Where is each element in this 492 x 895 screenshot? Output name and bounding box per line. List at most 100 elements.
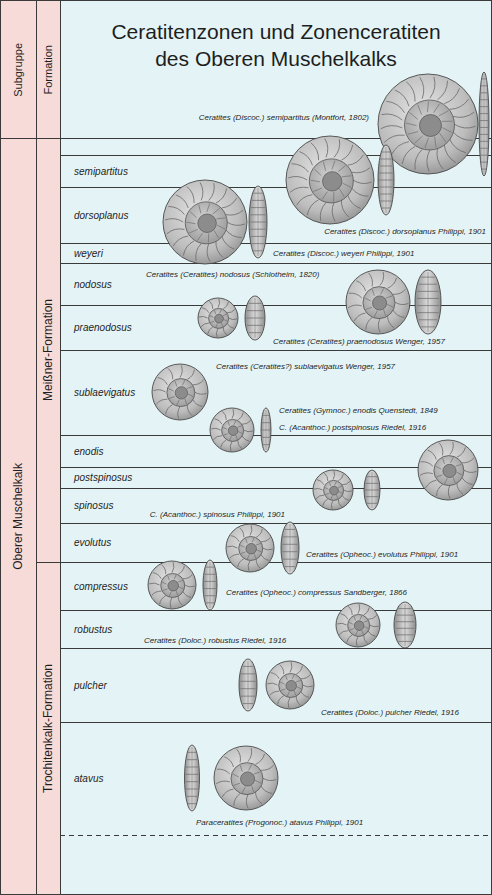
shell-rib — [448, 485, 450, 498]
shell-rib — [256, 559, 260, 568]
shell-rib — [223, 302, 228, 309]
umbilicus — [323, 172, 342, 191]
shell-rib — [343, 490, 352, 492]
species-caption: Ceratites (Opheoc.) evolutus Philippi, 1… — [305, 550, 459, 559]
shell-rib — [226, 229, 242, 237]
shell-rib — [442, 128, 452, 133]
shell-rib — [406, 123, 416, 125]
shell-rib — [386, 101, 404, 112]
shell-rib — [427, 150, 430, 172]
shell-rib — [338, 499, 341, 507]
zone-name: evolutus — [74, 537, 111, 549]
shell-rib — [234, 421, 236, 425]
shell-rib — [291, 164, 308, 172]
shell-rib — [241, 552, 246, 554]
shell-rib — [256, 529, 262, 537]
shell-rib — [257, 550, 262, 552]
umbilicus — [420, 115, 442, 137]
shell-rib — [365, 298, 371, 301]
umbilicus — [373, 296, 387, 310]
shell-rib — [437, 485, 443, 497]
shell-rib — [237, 426, 241, 427]
shell-rib — [240, 765, 242, 772]
shell-rib — [360, 616, 362, 620]
shell-rib — [325, 139, 328, 158]
shell-rib — [261, 554, 269, 560]
ammonite-shell — [346, 270, 410, 334]
shell-rib — [426, 480, 437, 487]
shell-rib — [341, 145, 352, 160]
shell-rib — [421, 462, 433, 467]
shell-rib — [224, 757, 233, 767]
shell-rib — [402, 147, 415, 164]
shell-rib — [227, 222, 245, 225]
shell-rib — [224, 319, 228, 321]
shell-rib — [170, 597, 172, 607]
ventral-view — [249, 186, 267, 258]
venter-line — [484, 74, 485, 174]
shell-outline — [479, 72, 489, 176]
shell-rib — [314, 169, 321, 175]
shell-rib — [434, 104, 440, 113]
shell-rib — [334, 139, 340, 157]
ammonite-shell — [286, 136, 374, 224]
shell-rib — [237, 749, 241, 762]
shell-rib — [386, 296, 393, 298]
shell-rib — [261, 765, 274, 770]
shell-rib — [455, 464, 461, 466]
shell-rib — [227, 309, 235, 312]
shell-rib — [221, 440, 227, 448]
shell-rib — [178, 580, 183, 582]
zone-boundary — [60, 610, 492, 611]
shell-rib — [341, 200, 349, 217]
shell-rib — [339, 631, 348, 635]
ammonite-drawing — [266, 661, 314, 709]
species-caption: C. (Acanthoc.) spinosus Philippi, 1901 — [149, 510, 286, 519]
inner-whorl — [167, 379, 195, 407]
shell-rib — [267, 683, 277, 685]
umbilicus — [354, 621, 364, 631]
shell-rib — [384, 135, 404, 142]
inner-whorl — [405, 100, 455, 150]
shell-rib — [242, 436, 250, 442]
venter-line — [386, 147, 387, 213]
shell-rib — [233, 774, 239, 777]
shell-outline — [239, 659, 257, 711]
shell-rib — [332, 203, 335, 222]
venter-line — [258, 188, 259, 256]
shell-rib — [162, 582, 167, 584]
zone-boundary — [60, 350, 492, 351]
zone-boundary — [60, 722, 492, 723]
species-caption: Ceratites (Doloc.) robustus Riedel, 1916 — [143, 636, 287, 645]
shell-rib — [240, 528, 244, 537]
shell-rib — [314, 488, 323, 490]
venter-line — [372, 472, 373, 508]
species-caption: Ceratites (Doloc.) pulcher Riedel, 1916 — [320, 708, 460, 717]
species-caption: Ceratites (Discoc.) weyeri Philippi, 190… — [272, 249, 415, 258]
shell-rib — [168, 388, 173, 391]
shell-rib — [314, 188, 323, 192]
shell-rib — [228, 318, 237, 320]
shell-rib — [193, 380, 204, 385]
umbilicus — [198, 214, 216, 232]
shell-rib — [290, 662, 292, 672]
inner-whorl — [324, 480, 344, 500]
zone-band: postspinosus — [61, 468, 491, 488]
shell-rib — [428, 450, 437, 460]
umbilicus — [330, 486, 339, 495]
shell-rib — [153, 573, 161, 579]
shell-rib — [323, 499, 328, 506]
shell-rib — [450, 457, 453, 463]
shell-rib — [352, 168, 370, 173]
umbilicus — [443, 464, 456, 477]
shell-rib — [223, 434, 227, 435]
venter-line — [290, 524, 291, 572]
shell-rib — [156, 399, 167, 404]
shell-rib — [307, 200, 318, 215]
inner-whorl — [309, 159, 353, 203]
zone-band: compressus — [61, 563, 491, 610]
shell-rib — [301, 675, 310, 679]
shell-rib — [332, 161, 335, 170]
shell-rib — [207, 244, 210, 262]
